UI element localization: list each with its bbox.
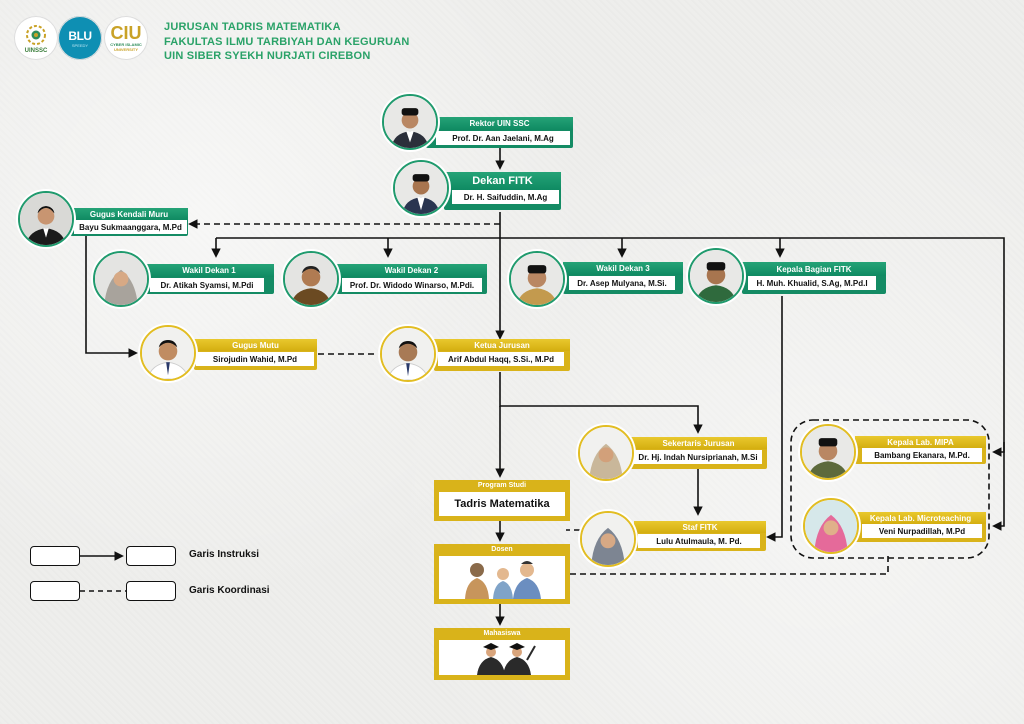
header-line-2: FAKULTAS ILMU TARBIYAH DAN KEGURUAN — [164, 35, 410, 48]
ciu-logo: CIU CYBER ISLAMIC UNIVERSITY — [104, 16, 148, 60]
kabag-title: Kepala Bagian FITK — [742, 262, 886, 276]
lab-micro-title: Kepala Lab. Microteaching — [855, 512, 986, 524]
gkm-photo — [18, 191, 74, 247]
wd2-title: Wakil Dekan 2 — [336, 264, 487, 277]
wd3-photo — [509, 251, 565, 307]
wd3-name: Dr. Asep Mulyana, M.Si. — [569, 276, 675, 290]
uinssc-logo: UINSSC — [14, 16, 58, 60]
node-dosen: Dosen — [434, 544, 570, 604]
blu-logo: BLU SPEEDY — [58, 16, 102, 60]
kajur-title: Ketua Jurusan — [434, 339, 570, 351]
rektor-photo — [382, 94, 438, 150]
kajur-photo — [380, 326, 436, 382]
wd1-title: Wakil Dekan 1 — [144, 264, 274, 277]
mahasiswa-illustration — [439, 640, 565, 675]
sekjur-title: Sekertaris Jurusan — [630, 437, 767, 449]
lab-mipa-photo — [800, 424, 856, 480]
header-line-1: JURUSAN TADRIS MATEMATIKA — [164, 21, 341, 33]
staf-photo — [580, 511, 636, 567]
wd1-photo — [93, 251, 149, 307]
kabag-photo — [688, 248, 744, 304]
dosen-illustration — [439, 556, 565, 599]
gugus-mutu-name: Sirojudin Wahid, M.Pd — [196, 352, 314, 366]
line-gkm-gugus-mutu — [85, 236, 138, 358]
node-mahasiswa: Mahasiswa — [434, 628, 570, 680]
dekan-photo — [393, 160, 449, 216]
legend-instruksi-box-a — [30, 546, 80, 566]
wd3-title: Wakil Dekan 3 — [563, 262, 683, 275]
dekan-title: Dekan FITK — [444, 172, 561, 190]
kabag-name: H. Muh. Khualid, S.Ag, M.Pd.I — [748, 276, 876, 290]
wd1-name: Dr. Atikah Syamsi, M.Pdi — [150, 278, 264, 292]
institution-title: JURUSAN TADRIS MATEMATIKA FAKULTAS ILMU … — [164, 20, 410, 64]
lab-mipa-name: Bambang Ekanara, M.Pd. — [862, 448, 982, 462]
legend-instruksi-box-b — [126, 546, 176, 566]
staf-name: Lulu Atulmaula, M. Pd. — [638, 534, 760, 548]
prodi-title: Program Studi — [477, 482, 527, 489]
kajur-name: Arif Abdul Haqq, S.Si., M.Pd — [438, 352, 564, 366]
lab-micro-photo — [803, 498, 859, 554]
prodi-name: Tadris Matematika — [439, 492, 565, 516]
labs-group-outline — [790, 419, 990, 559]
mahasiswa-title: Mahasiswa — [483, 630, 521, 637]
teachers-icon — [465, 561, 541, 599]
legend-koordinasi-label: Garis Koordinasi — [189, 585, 270, 596]
lab-mipa-title: Kepala Lab. MIPA — [855, 436, 986, 448]
gkm-name: Bayu Sukmaanggara, M.Pd — [74, 220, 187, 234]
header-line-3: UIN SIBER SYEKH NURJATI CIREBON — [164, 50, 371, 62]
line-distribution — [216, 237, 1005, 442]
graduates-icon — [477, 643, 536, 675]
legend-koordinasi-box-b — [126, 581, 176, 601]
rektor-name: Prof. Dr. Aan Jaelani, M.Ag — [436, 131, 570, 145]
sekjur-name: Dr. Hj. Indah Nursiprianah, M.Si — [634, 450, 762, 464]
gugus-mutu-photo — [140, 325, 196, 381]
wd2-photo — [283, 251, 339, 307]
line-to-lab-mipa — [992, 442, 1005, 457]
gkm-title: Gugus Kendali Muru — [70, 208, 188, 220]
lab-micro-name: Veni Nurpadillah, M.Pd — [862, 524, 982, 538]
uinssc-emblem-icon — [26, 24, 46, 45]
legend-koordinasi-box-a — [30, 581, 80, 601]
dosen-title: Dosen — [491, 546, 513, 553]
line-to-lab-micro — [992, 442, 1005, 531]
rektor-title: Rektor UIN SSC — [426, 117, 573, 130]
wd2-name: Prof. Dr. Widodo Winarso, M.Pdi. — [342, 278, 482, 292]
line-to-sekjur — [499, 372, 703, 434]
gugus-mutu-title: Gugus Mutu — [194, 339, 317, 351]
legend-instruksi-label: Garis Instruksi — [189, 549, 260, 560]
sekjur-photo — [578, 425, 634, 481]
dekan-name: Dr. H. Saifuddin, M.Ag — [452, 190, 559, 204]
node-program-studi: Program Studi Tadris Matematika — [434, 480, 570, 521]
line-coord-dosen-labs — [570, 556, 889, 575]
staf-title: Staf FITK — [634, 521, 766, 533]
line-kabag-staf — [766, 296, 783, 542]
